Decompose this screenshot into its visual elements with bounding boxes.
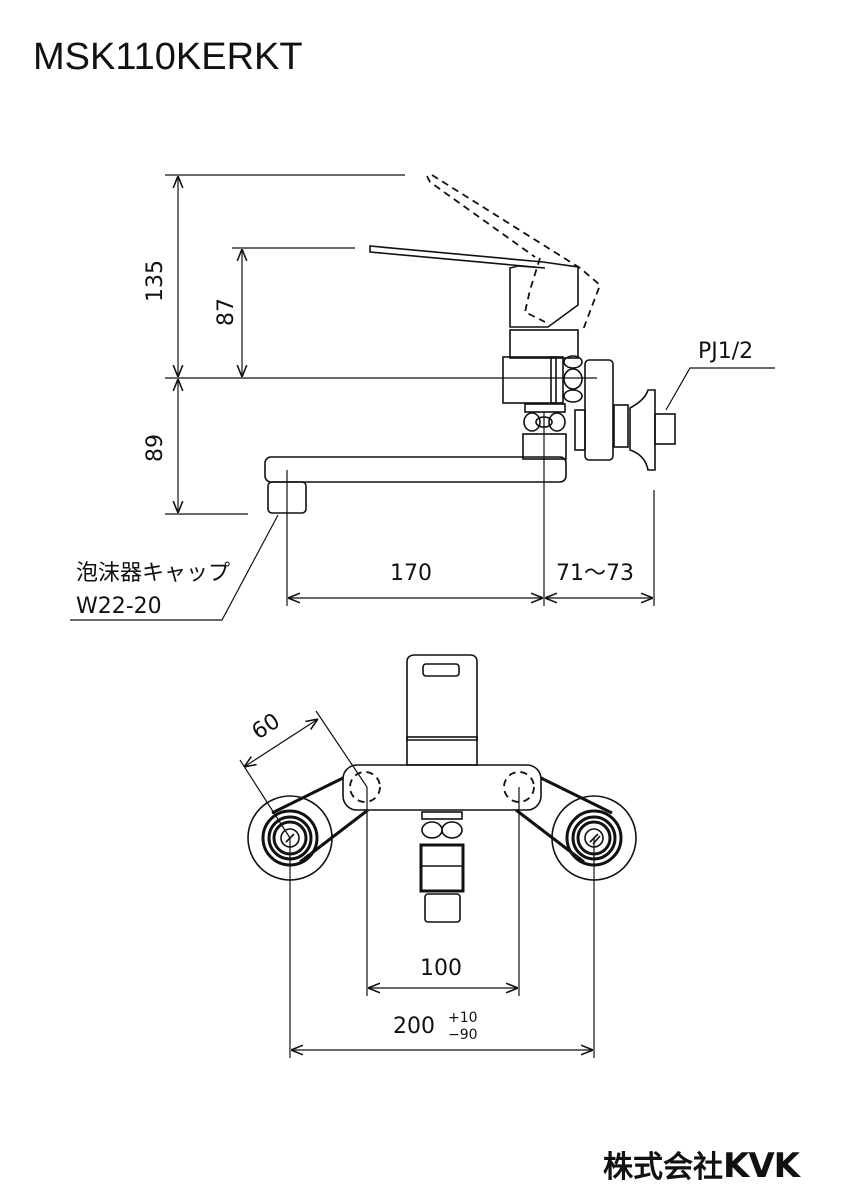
tolerance-minus: −90 <box>448 1027 478 1043</box>
front-view: 100 200 +10 −90 60 <box>239 654 637 1058</box>
thread-connector <box>654 413 676 445</box>
wall-flange <box>584 359 614 461</box>
dim-200-label: 200 <box>393 1014 435 1039</box>
aerator-label: 泡沫器キャップ <box>76 561 230 586</box>
dim-100-label: 100 <box>420 956 462 981</box>
dim-60-line <box>244 719 318 767</box>
mounting-bar <box>342 764 542 811</box>
spout <box>264 456 567 483</box>
cartridge <box>406 654 478 741</box>
dim-71-73-label: 71～73 <box>556 561 634 586</box>
aerator-size-label: W22-20 <box>76 594 162 619</box>
tolerance-plus: +10 <box>448 1010 478 1026</box>
side-view: 135 87 89 170 71～73 泡沫器キャップ W22-20 <box>70 174 775 621</box>
dim-170-label: 170 <box>390 561 432 586</box>
dim-60-label: 60 <box>248 709 285 745</box>
escutcheon <box>629 389 656 471</box>
lever-handle <box>369 245 579 328</box>
dim-135-label: 135 <box>143 260 168 302</box>
connection-label: PJ1/2 <box>698 339 753 364</box>
dim-89-label: 89 <box>143 434 168 462</box>
dim-87-label: 87 <box>214 298 239 326</box>
connection-leader <box>665 367 775 411</box>
body-block <box>502 356 557 404</box>
faucet-body <box>509 329 579 359</box>
aerator-leader <box>70 514 279 621</box>
model-number-title: MSK110KERKT <box>33 36 303 78</box>
lever-raised-outline <box>426 174 602 331</box>
handle-slot <box>422 663 460 677</box>
kvk-logo: 株式会社KVK <box>603 1146 800 1186</box>
